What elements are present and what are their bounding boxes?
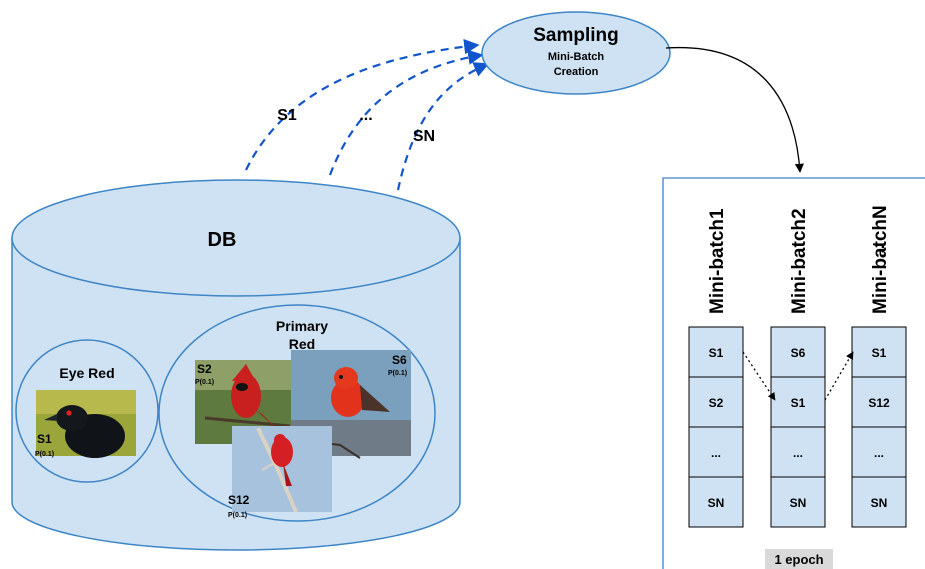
batch-transfer-arrow-2 <box>824 351 854 401</box>
minibatch-cell-label: SN <box>790 496 807 510</box>
minibatch-cell <box>851 476 907 528</box>
arrow-label-sn: SN <box>413 128 435 145</box>
minibatch-cell <box>851 376 907 428</box>
minibatch-cell-label: SN <box>708 496 725 510</box>
sample-s2-prob: P(0.1) <box>195 379 214 386</box>
minibatch-cell-label: SN <box>871 496 888 510</box>
minibatch-cell-label: S1 <box>791 396 806 410</box>
minibatch-cell-label: S1 <box>709 346 724 360</box>
crow-photo <box>36 390 136 458</box>
minibatch-cell-label: S1 <box>872 346 887 360</box>
minibatch-columns: Mini-batch1S1S2...SNMini-batch2S6S1...SN… <box>688 205 907 528</box>
minibatch-label: Mini-batchN <box>870 205 891 314</box>
sample-s12-prob: P(0.1) <box>228 512 247 519</box>
sample-s6-prob: P(0.1) <box>388 370 407 377</box>
sampling-arrow-sn <box>396 62 490 191</box>
minibatch-cell <box>851 326 907 378</box>
sampling-node <box>481 11 671 95</box>
db-label: DB <box>208 229 237 251</box>
epoch-label: 1 epoch <box>774 552 823 567</box>
sampling-arrow-mid <box>328 49 484 176</box>
minibatch-cell-label: S6 <box>791 346 806 360</box>
minibatch-cell <box>688 476 744 528</box>
eye-red-label: Eye Red <box>59 365 114 381</box>
tanager-photo <box>232 426 332 513</box>
sampling-to-epoch-arrow <box>665 46 804 173</box>
minibatch-cell-label: S12 <box>868 396 890 410</box>
sample-s1-prob: P(0.1) <box>35 451 54 458</box>
minibatch-cell <box>688 326 744 378</box>
minibatch-cell-label: ... <box>711 446 721 460</box>
primary-red-label-line2: Red <box>289 336 315 352</box>
minibatch-cell <box>770 476 826 528</box>
minibatch-cell <box>851 426 907 478</box>
sampling-arrow-s1 <box>245 38 480 171</box>
epoch-label-bg <box>765 549 833 569</box>
minibatch-cell <box>770 426 826 478</box>
epoch-panel-border <box>662 177 925 569</box>
sampling-title: Sampling <box>533 25 619 46</box>
minibatch-cell <box>770 326 826 378</box>
minibatch-cell-label: ... <box>793 446 803 460</box>
sample-s1-id: S1 <box>37 432 52 446</box>
arrow-label-ellipsis: ... <box>359 107 372 124</box>
batch-transfer-arrow-1 <box>742 351 776 401</box>
primary-red-label-line1: Primary <box>276 318 328 334</box>
sample-s2-id: S2 <box>197 362 212 376</box>
minibatch-label: Mini-batch1 <box>707 208 728 314</box>
sample-s12-id: S12 <box>228 493 250 507</box>
minibatch-cell-label: S2 <box>709 396 724 410</box>
sampling-subtitle-line2: Creation <box>554 66 599 78</box>
minibatch-cell-label: ... <box>874 446 884 460</box>
minibatch-cell <box>688 426 744 478</box>
minibatch-cell <box>770 376 826 428</box>
sampling-subtitle-line1: Mini-Batch <box>548 51 605 63</box>
minibatch-label: Mini-batch2 <box>789 208 810 314</box>
sample-s6-id: S6 <box>392 353 407 367</box>
arrow-label-s1: S1 <box>277 107 297 124</box>
minibatch-ellipsis: ... <box>871 245 888 258</box>
